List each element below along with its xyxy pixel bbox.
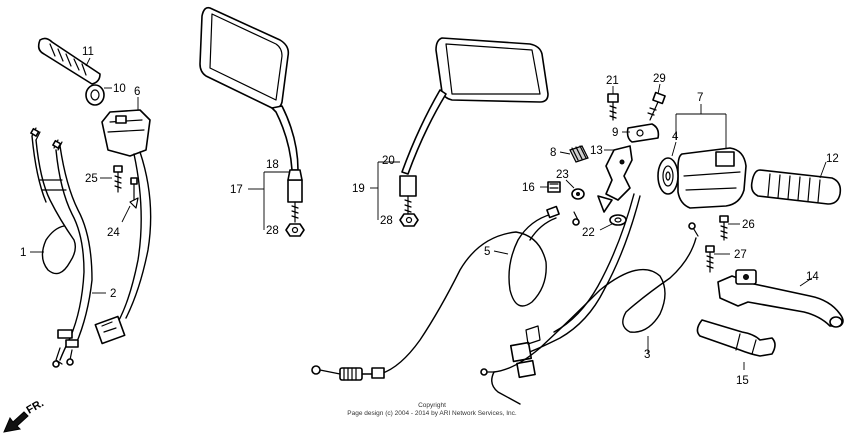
callout-4: 4: [672, 131, 679, 143]
bolt-27[interactable]: [705, 245, 715, 273]
callout-7: 7: [697, 92, 703, 104]
callout-2: 2: [110, 288, 116, 300]
right-mirror[interactable]: [435, 37, 549, 103]
adjuster-23[interactable]: [571, 188, 585, 200]
callout-15: 15: [736, 375, 749, 387]
callout-8: 8: [550, 147, 556, 159]
front-direction-arrow: FR.: [3, 397, 46, 433]
callout-5: 5: [484, 246, 490, 258]
right-switch-housing[interactable]: [677, 147, 747, 209]
callout-24: 24: [107, 227, 120, 239]
throttle-pulley-4[interactable]: [657, 157, 679, 195]
copyright-footer: Copyright Page design (c) 2004 - 2014 by…: [347, 402, 517, 417]
throttle-cable-end: [311, 365, 385, 381]
bolt-26[interactable]: [719, 215, 729, 241]
callout-labels: 11 10 6 25 24 1 2 18 17 28 20 19 28 5 21…: [20, 46, 839, 387]
callout-17: 17: [230, 184, 243, 196]
washer-22[interactable]: [609, 214, 627, 226]
callout-29: 29: [653, 73, 666, 85]
callout-27: 27: [734, 249, 747, 261]
left-switch-housing[interactable]: [101, 109, 151, 157]
fr-label: FR.: [25, 397, 46, 416]
left-mirror-nut[interactable]: [285, 223, 305, 237]
cable-3[interactable]: [480, 222, 699, 405]
copyright-title: Copyright: [418, 402, 446, 409]
bolt-29[interactable]: [647, 91, 666, 121]
front-brake-lever[interactable]: [717, 269, 844, 328]
right-mirror-nut[interactable]: [399, 213, 419, 227]
lever-cover-15[interactable]: [696, 319, 776, 357]
callout-11: 11: [82, 46, 94, 58]
left-mirror[interactable]: [199, 6, 290, 110]
callout-18: 18: [266, 159, 279, 171]
callout-3: 3: [644, 349, 650, 361]
bracket-19: [370, 161, 400, 220]
left-grip[interactable]: [37, 37, 101, 85]
callout-23: 23: [556, 169, 569, 181]
adjuster-16[interactable]: [547, 181, 561, 193]
callout-16: 16: [522, 182, 535, 194]
switch-wiring: [94, 151, 152, 345]
callout-1: 1: [20, 247, 26, 259]
throttle-cable-1[interactable]: [31, 135, 77, 275]
right-mirror-stem[interactable]: [399, 89, 447, 215]
callout-9: 9: [612, 127, 618, 139]
screw-24[interactable]: [129, 177, 139, 209]
callout-22: 22: [582, 227, 595, 239]
callout-21: 21: [606, 75, 619, 87]
left-mirror-stem[interactable]: [271, 105, 303, 223]
bolt-21[interactable]: [607, 93, 619, 121]
grip-end-weight[interactable]: [85, 84, 105, 106]
callout-10: 10: [113, 83, 126, 95]
bracket-17: [248, 171, 290, 230]
screw-25[interactable]: [113, 165, 123, 193]
callout-20: 20: [382, 155, 395, 167]
callout-13: 13: [590, 145, 603, 157]
callout-6: 6: [134, 86, 140, 98]
lever-13[interactable]: [597, 145, 633, 213]
spring-8[interactable]: [569, 145, 589, 163]
cable-ends: [30, 127, 79, 368]
callout-12: 12: [826, 153, 839, 165]
callout-28-left: 28: [266, 225, 279, 237]
clamp-9[interactable]: [626, 123, 660, 143]
right-grip[interactable]: [750, 169, 842, 205]
callout-28-right: 28: [380, 215, 393, 227]
copyright-text: Page design (c) 2004 - 2014 by ARI Netwo…: [347, 410, 517, 417]
callout-25: 25: [85, 173, 98, 185]
bracket-7: [675, 104, 727, 148]
callout-26: 26: [742, 219, 755, 231]
callout-14: 14: [806, 271, 819, 283]
callout-19: 19: [352, 183, 365, 195]
cable-5[interactable]: [379, 205, 580, 375]
